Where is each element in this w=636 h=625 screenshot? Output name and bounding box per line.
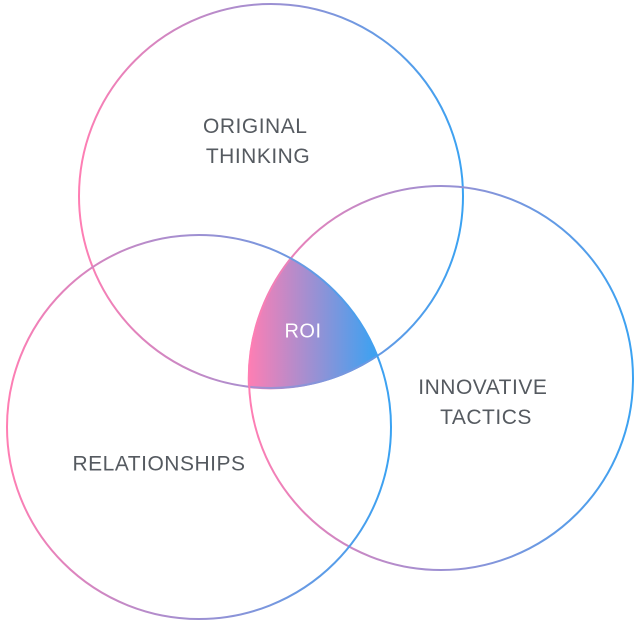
label-tactics-line-1: INNOVATIVE	[418, 376, 547, 399]
circle-innovative-tactics	[248, 185, 634, 571]
label-original-line-2: THINKING	[206, 145, 310, 168]
label-relationships: RELATIONSHIPS	[73, 453, 246, 476]
circle-original-thinking	[78, 3, 464, 389]
label-roi: ROI	[284, 320, 321, 342]
circle-relationships	[6, 234, 392, 620]
label-original-line-1: ORIGINAL	[203, 115, 307, 138]
label-innovative-tactics: INNOVATIVE TACTICS	[418, 376, 553, 429]
label-original-thinking: ORIGINAL THINKING	[203, 115, 313, 168]
roi-intersection-region	[247, 258, 377, 390]
label-tactics-line-2: TACTICS	[440, 406, 532, 429]
